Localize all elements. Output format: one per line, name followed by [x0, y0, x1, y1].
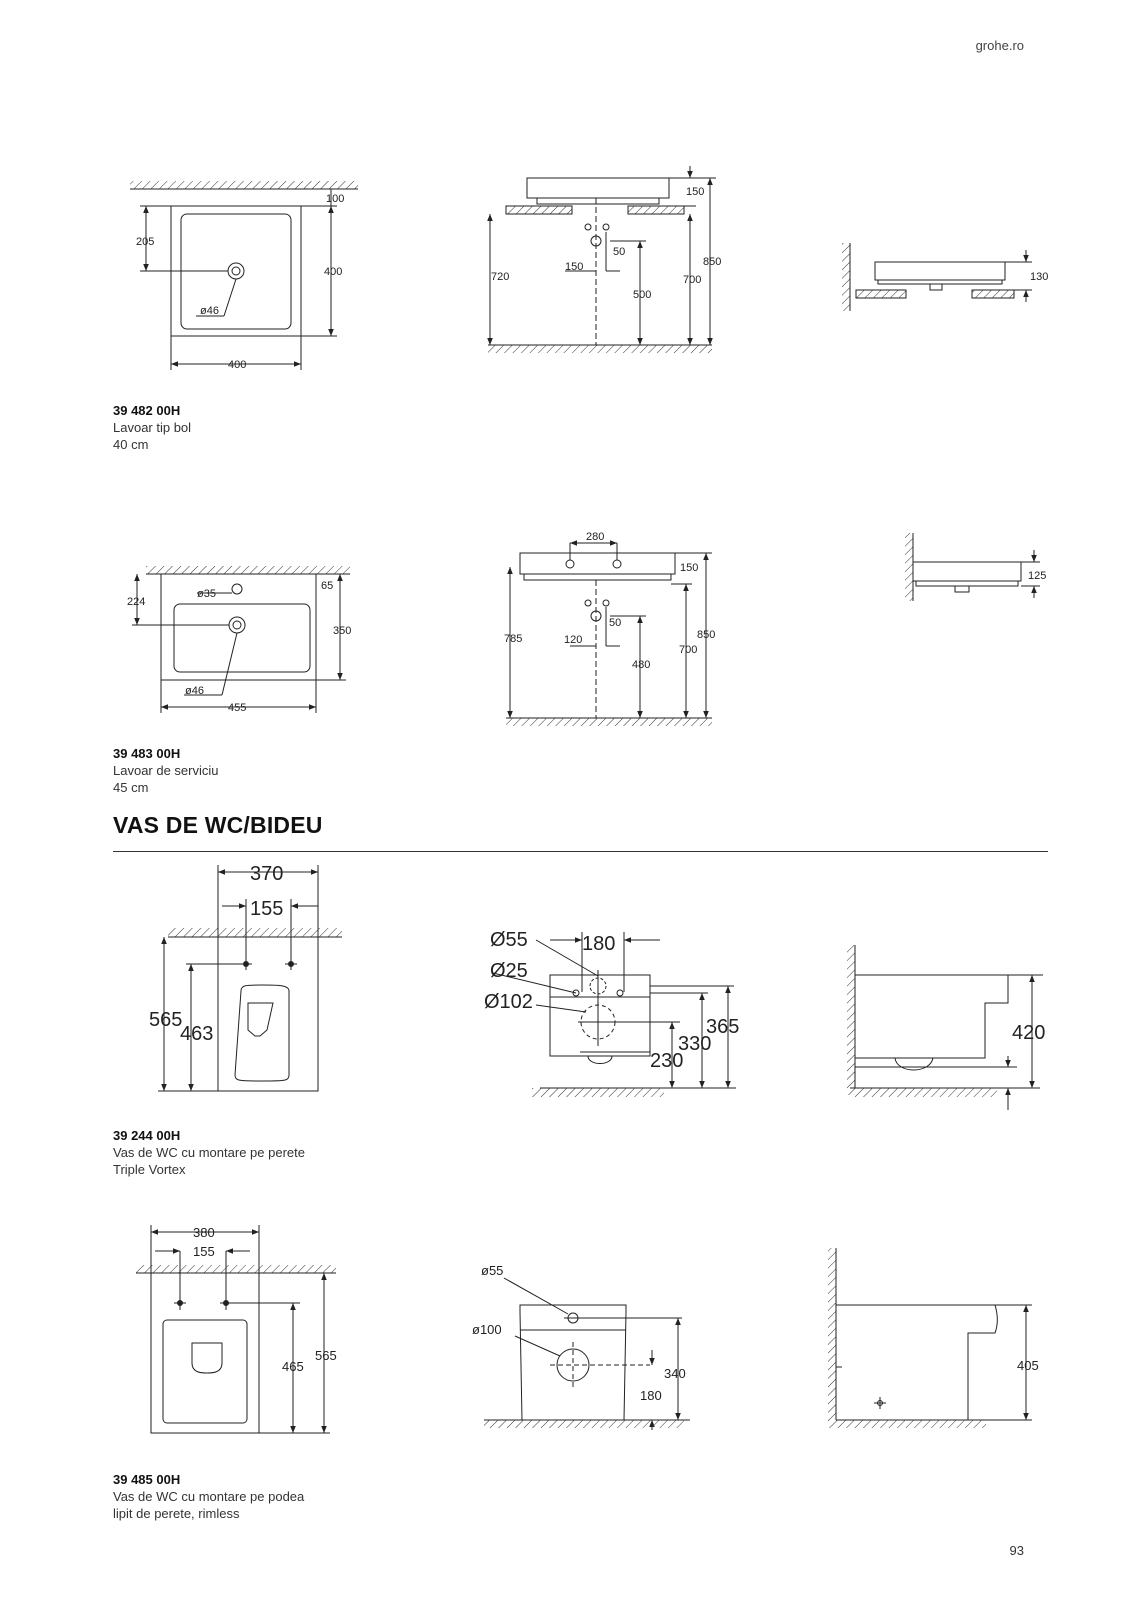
dim-label: 565 [149, 1009, 182, 1031]
dim-label: 850 [697, 629, 715, 641]
product-caption: 39 483 00H Lavoar de serviciu 45 cm [113, 745, 219, 796]
product-code: 39 482 00H [113, 403, 181, 418]
wc-perete-top-view [158, 865, 342, 1092]
site-url: grohe.ro [975, 38, 1024, 53]
dim-label: 280 [586, 531, 604, 543]
dim-label: ø100 [472, 1322, 502, 1337]
dim-label: 700 [683, 274, 701, 286]
dim-label: 65 [321, 580, 333, 592]
dim-label: 50 [613, 246, 625, 258]
dim-label: 150 [686, 186, 704, 198]
dim-label: 224 [127, 596, 145, 608]
lavoar-bol-top-view [130, 181, 358, 370]
wc-podea-front-view [484, 1277, 690, 1430]
dim-label: 120 [564, 634, 582, 646]
page-number: 93 [1009, 1543, 1024, 1558]
section-divider [113, 851, 1048, 852]
dim-label: 155 [250, 898, 283, 920]
dim-label: 400 [324, 266, 342, 278]
product-code: 39 244 00H [113, 1128, 181, 1143]
dim-label: 100 [326, 193, 344, 205]
dim-label: 465 [282, 1359, 304, 1374]
dim-label: 150 [680, 562, 698, 574]
lavoar-bol-side-view [842, 243, 1032, 311]
wc-perete-side-view [847, 945, 1043, 1110]
dim-label: 155 [193, 1244, 215, 1259]
product-code: 39 485 00H [113, 1472, 181, 1487]
product-caption: 39 485 00H Vas de WC cu montare pe podea… [113, 1471, 304, 1522]
product-name: Lavoar de serviciu [113, 763, 219, 778]
dim-label: 455 [228, 702, 246, 714]
product-caption: 39 482 00H Lavoar tip bol 40 cm [113, 402, 191, 453]
dim-label: 405 [1017, 1358, 1039, 1373]
dim-label: ø55 [481, 1263, 503, 1278]
product-size: lipit de perete, rimless [113, 1506, 240, 1521]
dim-labels-product-3: 370 155 565 463 Ø55 180 Ø25 Ø102 365 330… [149, 863, 1045, 1072]
dim-labels-product-1: 100 205 400 ø46 400 150 50 150 850 720 7… [136, 186, 1048, 371]
dim-label: 785 [504, 633, 522, 645]
dim-label: 480 [632, 659, 650, 671]
product-size: 40 cm [113, 437, 149, 452]
dim-label: 370 [250, 863, 283, 885]
lavoar-serviciu-front-view [506, 540, 712, 726]
wc-perete-front-view [492, 932, 736, 1097]
lavoar-bol-front-view [487, 166, 716, 353]
dim-label: 365 [706, 1016, 739, 1038]
lavoar-serviciu-top-view [132, 566, 350, 713]
product-name: Vas de WC cu montare pe podea [113, 1489, 305, 1504]
dim-label: 500 [633, 289, 651, 301]
dim-label: Ø25 [490, 960, 528, 982]
dim-label: 50 [609, 617, 621, 629]
dim-label: 180 [582, 933, 615, 955]
dim-label: ø46 [200, 305, 219, 317]
dim-label: 463 [180, 1023, 213, 1045]
dim-label: ø46 [185, 685, 204, 697]
dim-label: 850 [703, 256, 721, 268]
dim-label: 125 [1028, 570, 1046, 582]
dim-labels-product-4: 380 155 465 565 ø55 ø100 340 180 405 [193, 1225, 1039, 1403]
product-code: 39 483 00H [113, 746, 181, 761]
dim-label: 180 [640, 1388, 662, 1403]
dim-label: 565 [315, 1348, 337, 1363]
wc-podea-top-view [136, 1225, 336, 1434]
lavoar-serviciu-side-view [905, 533, 1040, 601]
dim-label: ø35 [197, 588, 216, 600]
dim-label: 380 [193, 1225, 215, 1240]
section-title: VAS DE WC/BIDEU [113, 812, 323, 838]
dim-label: 150 [565, 261, 583, 273]
dim-label: Ø102 [484, 991, 533, 1013]
dim-label: 130 [1030, 271, 1048, 283]
dim-label: 205 [136, 236, 154, 248]
product-name: Vas de WC cu montare pe perete [113, 1145, 305, 1160]
dim-label: 350 [333, 625, 351, 637]
dim-label: 700 [679, 644, 697, 656]
product-caption: 39 244 00H Vas de WC cu montare pe peret… [113, 1127, 305, 1178]
dim-label: 230 [650, 1050, 683, 1072]
dim-label: 340 [664, 1366, 686, 1381]
dim-label: 420 [1012, 1022, 1045, 1044]
dim-label: Ø55 [490, 929, 528, 951]
dim-label: 720 [491, 271, 509, 283]
product-name: Lavoar tip bol [113, 420, 192, 435]
wc-podea-side-view [828, 1248, 1032, 1428]
dim-labels-product-2: 224 ø35 65 350 ø46 455 280 150 50 785 12… [127, 531, 1046, 714]
dim-label: 330 [678, 1033, 711, 1055]
dim-label: 400 [228, 359, 246, 371]
product-size: 45 cm [113, 780, 149, 795]
product-size: Triple Vortex [113, 1162, 186, 1177]
